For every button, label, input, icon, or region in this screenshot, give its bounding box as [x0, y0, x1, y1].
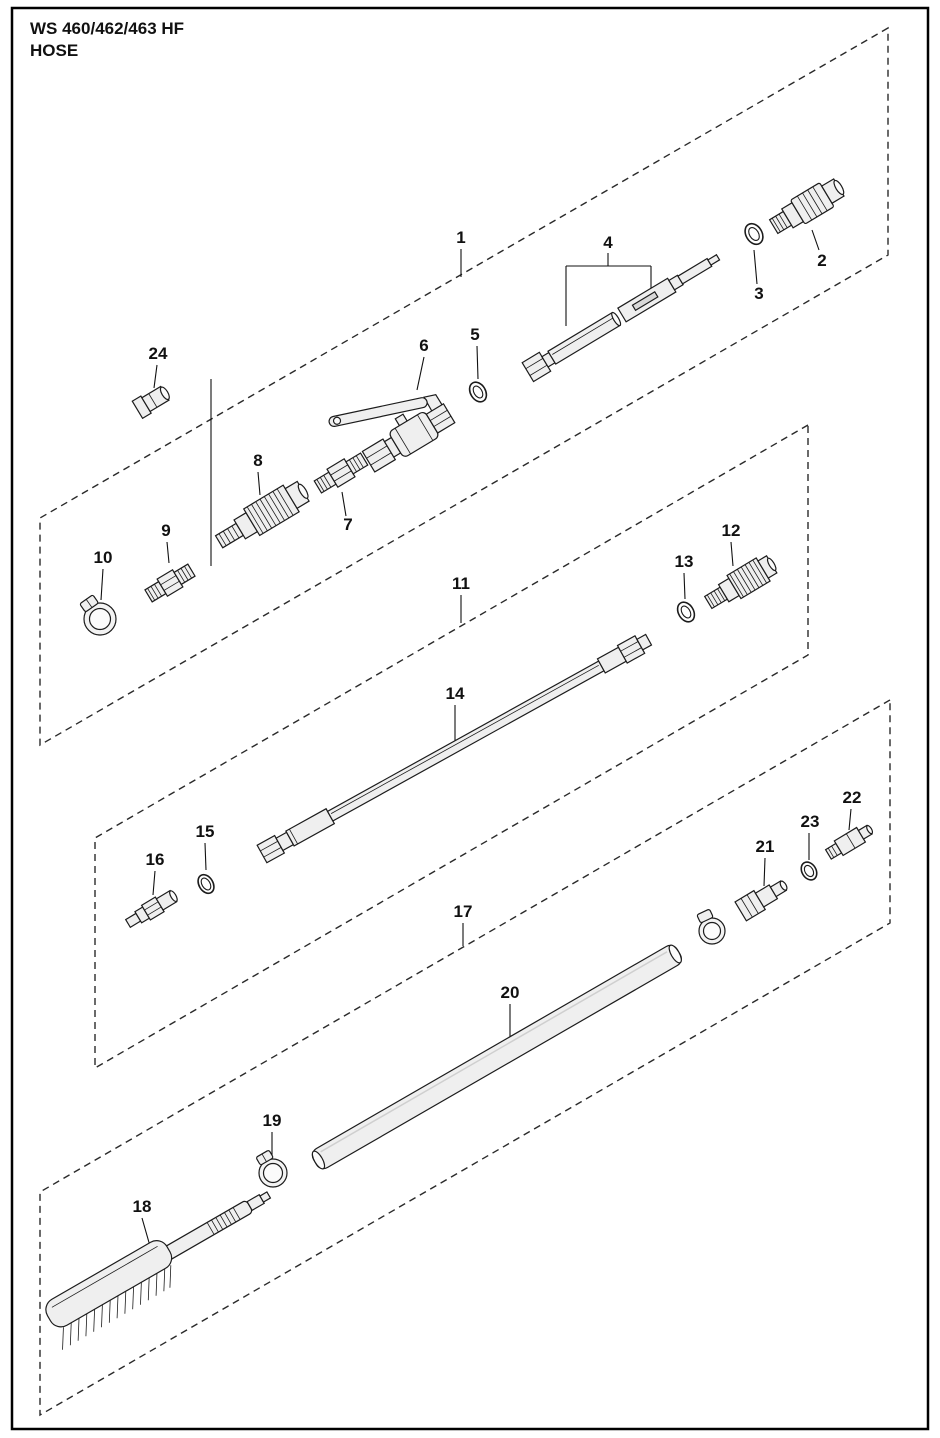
page-border: [10, 6, 930, 1431]
page-title-model: WS 460/462/463 HF: [30, 19, 184, 38]
dashed-box-group-17: [39, 698, 891, 1417]
part-6-ball-valve: [328, 393, 456, 473]
part-9-hex-nipple: [144, 563, 196, 603]
callout-17: 17: [454, 902, 473, 921]
page-title-section: HOSE: [30, 41, 78, 60]
callout-22: 22: [843, 788, 862, 807]
callout-numbers: 1 2 3 4 5 6 7 8 9 10 11 12 13 14 15 16 1…: [94, 228, 862, 1216]
leader-21: [763, 857, 766, 887]
leader-8: [257, 471, 261, 496]
callout-24: 24: [149, 344, 168, 363]
part-3-o-ring: [744, 222, 764, 246]
part-2-quick-coupler: [768, 178, 845, 235]
leader-13: [683, 572, 686, 600]
adapter-clamp: [696, 909, 726, 945]
brush-handle: [160, 1191, 272, 1262]
part-4-stem-lower: [521, 311, 622, 383]
callout-7: 7: [343, 515, 352, 534]
callout-6: 6: [419, 336, 428, 355]
leader-24: [153, 364, 158, 389]
part-8-coupler: [214, 480, 310, 549]
callout-4: 4: [603, 233, 613, 252]
leader-12: [730, 541, 734, 567]
leader-15: [204, 842, 207, 871]
part-19-hose-clamp: [256, 1150, 288, 1188]
part-23-o-ring: [800, 861, 818, 881]
part-4-stem-upper: [617, 253, 721, 323]
callout-23: 23: [801, 812, 820, 831]
callout-14: 14: [446, 684, 465, 703]
callout-15: 15: [196, 822, 215, 841]
leader-16: [152, 870, 156, 896]
part-13-o-ring: [676, 601, 696, 623]
part-12-coupler: [703, 554, 778, 610]
callout-2: 2: [817, 251, 826, 270]
leader-6: [416, 356, 425, 391]
leader-lines: [100, 229, 852, 1247]
callout-21: 21: [756, 837, 775, 856]
part-14-lance: [256, 633, 653, 864]
part-22-coupling-plug: [824, 824, 874, 860]
part-7-nipple: [313, 452, 369, 494]
leader-3: [753, 249, 758, 285]
adapter-body: [734, 880, 788, 922]
dashed-group-boxes: [39, 26, 891, 1417]
part-18-wash-brush: [45, 1191, 272, 1350]
leader-5: [476, 345, 479, 380]
valve-body: [361, 403, 456, 473]
part-24-fitting: [131, 385, 170, 420]
part-15-o-ring: [197, 873, 215, 895]
dashed-box-group-1: [39, 26, 889, 747]
leader-10: [100, 568, 104, 601]
leader-18: [141, 1217, 151, 1247]
part-21-adapter: [696, 880, 788, 945]
callout-20: 20: [501, 983, 520, 1002]
part-20-hose: [311, 944, 682, 1170]
callout-11: 11: [452, 574, 470, 593]
part-5-o-ring: [468, 381, 488, 403]
callout-1: 1: [456, 228, 465, 247]
callout-13: 13: [675, 552, 694, 571]
leader-2: [811, 229, 820, 251]
callout-8: 8: [253, 451, 262, 470]
callout-5: 5: [470, 325, 479, 344]
callout-16: 16: [146, 850, 165, 869]
callout-19: 19: [263, 1111, 282, 1130]
part-10-hose-clamp: [79, 594, 117, 636]
callout-18: 18: [133, 1197, 152, 1216]
leader-7: [341, 491, 347, 517]
part-16-nozzle-fitting: [124, 889, 178, 929]
leader-9: [166, 541, 170, 564]
brush-head: [45, 1240, 173, 1350]
callout-9: 9: [161, 521, 170, 540]
leader-4-bracket: [565, 253, 652, 326]
callout-12: 12: [722, 521, 741, 540]
leader-22: [848, 808, 852, 831]
callout-10: 10: [94, 548, 113, 567]
callout-3: 3: [754, 284, 763, 303]
